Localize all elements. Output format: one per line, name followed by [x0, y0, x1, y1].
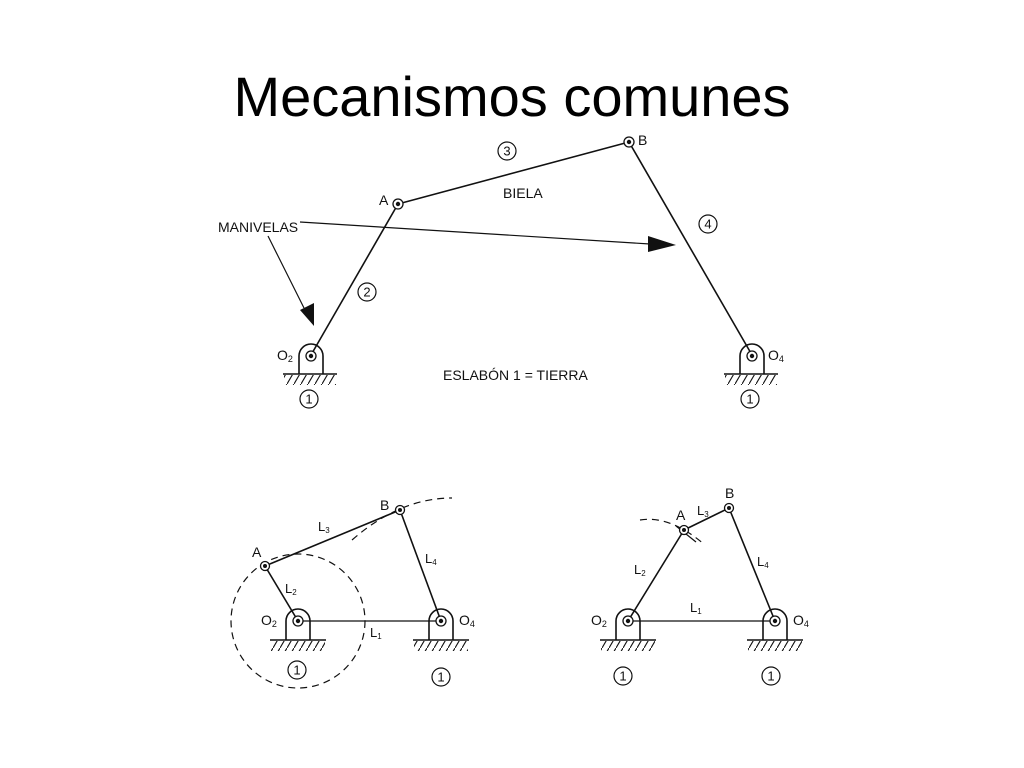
ground-pivot-o4 — [724, 343, 778, 385]
ground-number-circle-left — [613, 666, 633, 686]
toggle-arc-left — [639, 518, 706, 546]
bottom-right-four-bar-diagram: A B L2 L3 L4 L1 O2 O4 1 1 — [591, 485, 809, 686]
label-l2: L2 — [634, 562, 646, 578]
ground-number-right: 1 — [437, 670, 444, 685]
label-pivot-o4: O4 — [768, 347, 784, 364]
label-l3: L3 — [697, 503, 709, 519]
ground-number-right: 1 — [767, 669, 774, 684]
ground-number-circle-right — [761, 666, 781, 686]
link-4-rocker — [628, 141, 753, 356]
ground-number-right: 1 — [746, 392, 753, 407]
label-ground-caption: ESLABÓN 1 = TIERRA — [443, 367, 589, 383]
link-l3 — [683, 507, 730, 531]
label-pivot-o2: O2 — [261, 612, 277, 629]
label-pivot-o4: O4 — [793, 612, 809, 629]
joint-b — [394, 504, 406, 516]
link-2-number: 2 — [363, 285, 370, 300]
link-l3 — [264, 509, 401, 567]
top-four-bar-diagram: 3 4 2 1 1 A B BIELA MANIVELAS O2 O4 ESLA… — [218, 132, 784, 409]
ground-number-left: 1 — [293, 663, 300, 678]
link-4-number: 4 — [704, 217, 711, 232]
ground-number-left: 1 — [619, 669, 626, 684]
arrow-to-rocker-line — [299, 221, 651, 245]
ground-number-circle-right — [431, 667, 451, 687]
bottom-left-four-bar-diagram: A B L2 L3 L4 L1 O2 O4 1 1 — [230, 497, 475, 689]
arrow-to-rocker-head — [648, 236, 676, 252]
ground-pivot-o2 — [270, 608, 326, 651]
label-point-a: A — [676, 507, 686, 523]
joint-b — [723, 502, 735, 514]
ground-number-circle-right — [740, 389, 760, 409]
link-l4 — [728, 507, 776, 622]
ground-pivot-o4 — [747, 608, 803, 651]
label-l3: L3 — [318, 519, 330, 535]
label-l2: L2 — [285, 581, 297, 597]
slide-title: Mecanismos comunes — [233, 65, 791, 128]
label-biela: BIELA — [503, 185, 543, 201]
ground-number-left: 1 — [305, 392, 312, 407]
ground-pivot-o4 — [413, 608, 469, 651]
arrow-to-crank-line — [267, 235, 305, 309]
label-point-a: A — [252, 544, 262, 560]
label-manivelas: MANIVELAS — [218, 219, 298, 235]
link-4-number-circle — [698, 214, 718, 234]
label-point-b: B — [380, 497, 389, 513]
label-point-a: A — [379, 192, 389, 208]
joint-a — [678, 524, 690, 536]
arrow-to-crank-head — [300, 303, 314, 326]
ground-pivot-o2 — [283, 343, 337, 385]
link-l2 — [264, 565, 299, 622]
label-l1: L1 — [690, 600, 702, 616]
label-pivot-o2: O2 — [277, 347, 293, 364]
link-3-number-circle — [497, 141, 517, 161]
label-l4: L4 — [425, 551, 437, 567]
label-pivot-o2: O2 — [591, 612, 607, 629]
link-l2 — [627, 529, 685, 622]
link-2-crank — [310, 203, 399, 356]
label-l1: L1 — [370, 625, 382, 641]
label-pivot-o4: O4 — [459, 612, 475, 629]
rocker-path-arc — [351, 497, 453, 541]
link-3-coupler — [397, 141, 630, 205]
link-l4 — [399, 509, 442, 622]
link-2-number-circle — [357, 282, 377, 302]
joint-a — [392, 198, 404, 210]
ground-number-circle-left — [299, 389, 319, 409]
label-l4: L4 — [757, 554, 769, 570]
label-point-b: B — [725, 485, 734, 501]
joint-b — [623, 136, 635, 148]
ground-pivot-o2 — [600, 608, 656, 651]
joint-a — [259, 560, 271, 572]
link-3-number: 3 — [503, 144, 510, 159]
label-point-b: B — [638, 132, 647, 148]
ground-number-circle-left — [287, 660, 307, 680]
